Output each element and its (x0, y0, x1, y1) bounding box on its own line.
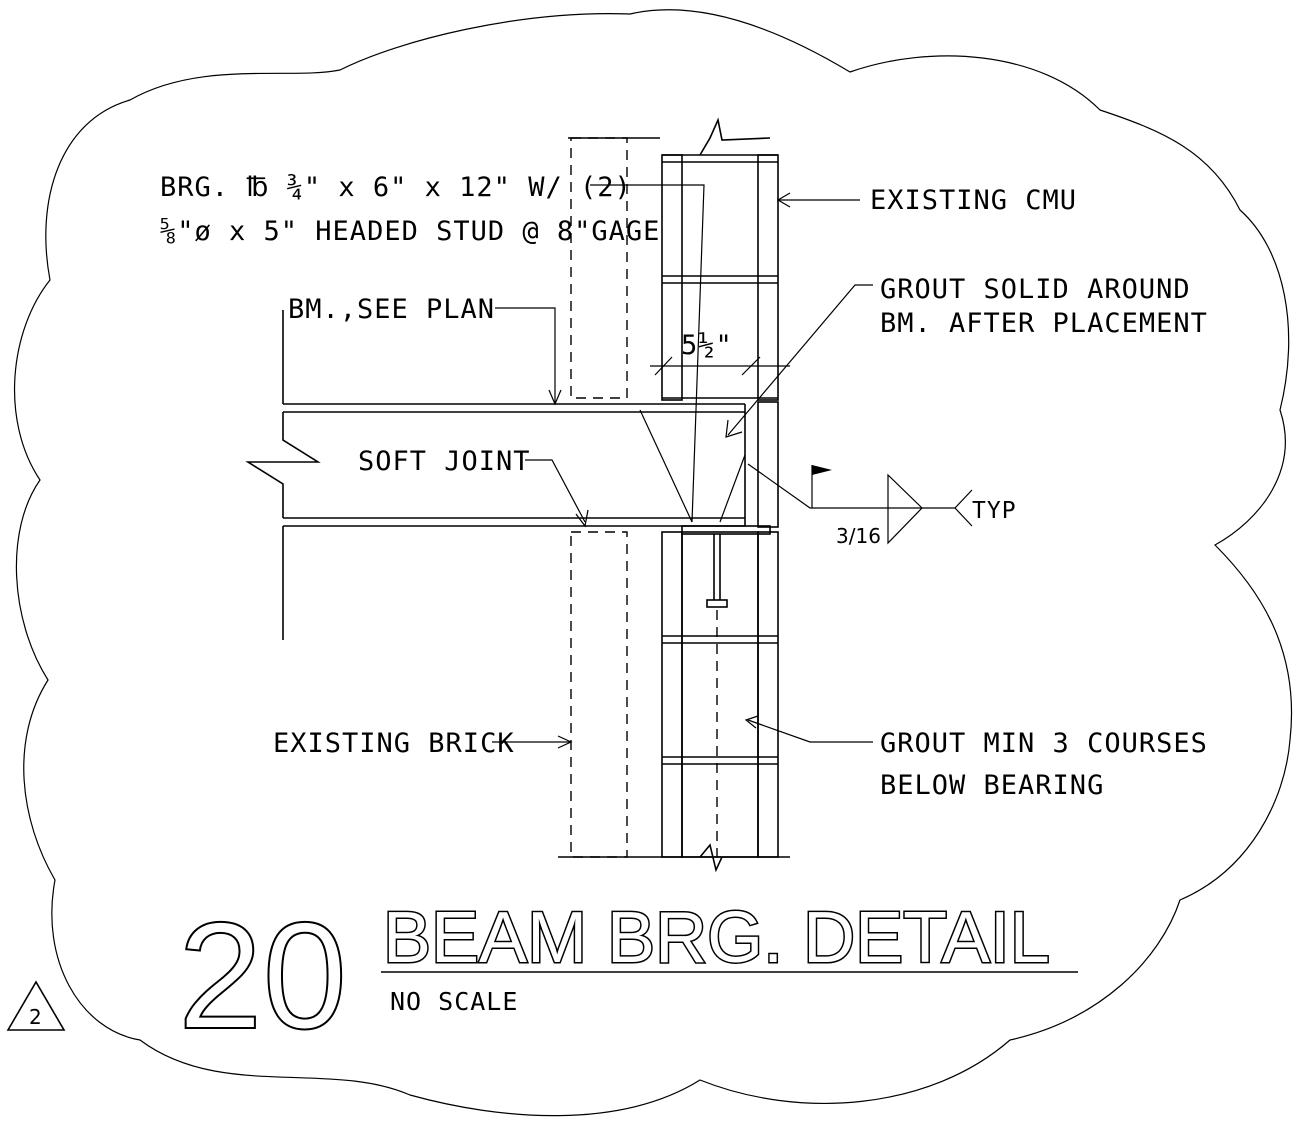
note-bearing-plate-line2: ⅝"ø x 5" HEADED STUD @ 8"GAGE (160, 216, 660, 247)
dimension-cmu-width: 5½" (650, 330, 790, 376)
detail-number: 20 (178, 891, 347, 1061)
note-beam: BM.,SEE PLAN (288, 294, 495, 325)
revision-cloud (13, 9, 1293, 1117)
dimension-label: 5½" (681, 330, 733, 361)
weld-typ: TYP (972, 498, 1017, 524)
note-bearing-plate-line1: BRG. ℔ ¾" x 6" x 12" W/ (2) (160, 172, 632, 203)
headed-stud (706, 534, 728, 857)
revision-triangle: 2 (6, 980, 66, 1031)
note-soft-joint: SOFT JOINT (358, 446, 531, 477)
detail-title: BEAM BRG. DETAIL (383, 898, 1050, 978)
revision-number: 2 (29, 1005, 42, 1029)
leader-lines (492, 184, 873, 749)
note-grout-line2: BM. AFTER PLACEMENT (880, 308, 1208, 339)
cmu-wall (661, 117, 779, 873)
note-existing-cmu: EXISTING CMU (870, 185, 1077, 216)
note-grout-min-line1: GROUT MIN 3 COURSES (880, 728, 1208, 759)
note-grout-min-line2: BELOW BEARING (880, 770, 1104, 801)
weld-symbol: 3/16 TYP (747, 463, 1017, 548)
steel-beam (245, 310, 746, 640)
note-existing-brick: EXISTING BRICK (273, 728, 515, 759)
bearing-plate (681, 525, 771, 535)
weld-size: 3/16 (836, 524, 881, 548)
detail-scale: NO SCALE (390, 987, 518, 1016)
note-grout-line1: GROUT SOLID AROUND (880, 274, 1191, 305)
